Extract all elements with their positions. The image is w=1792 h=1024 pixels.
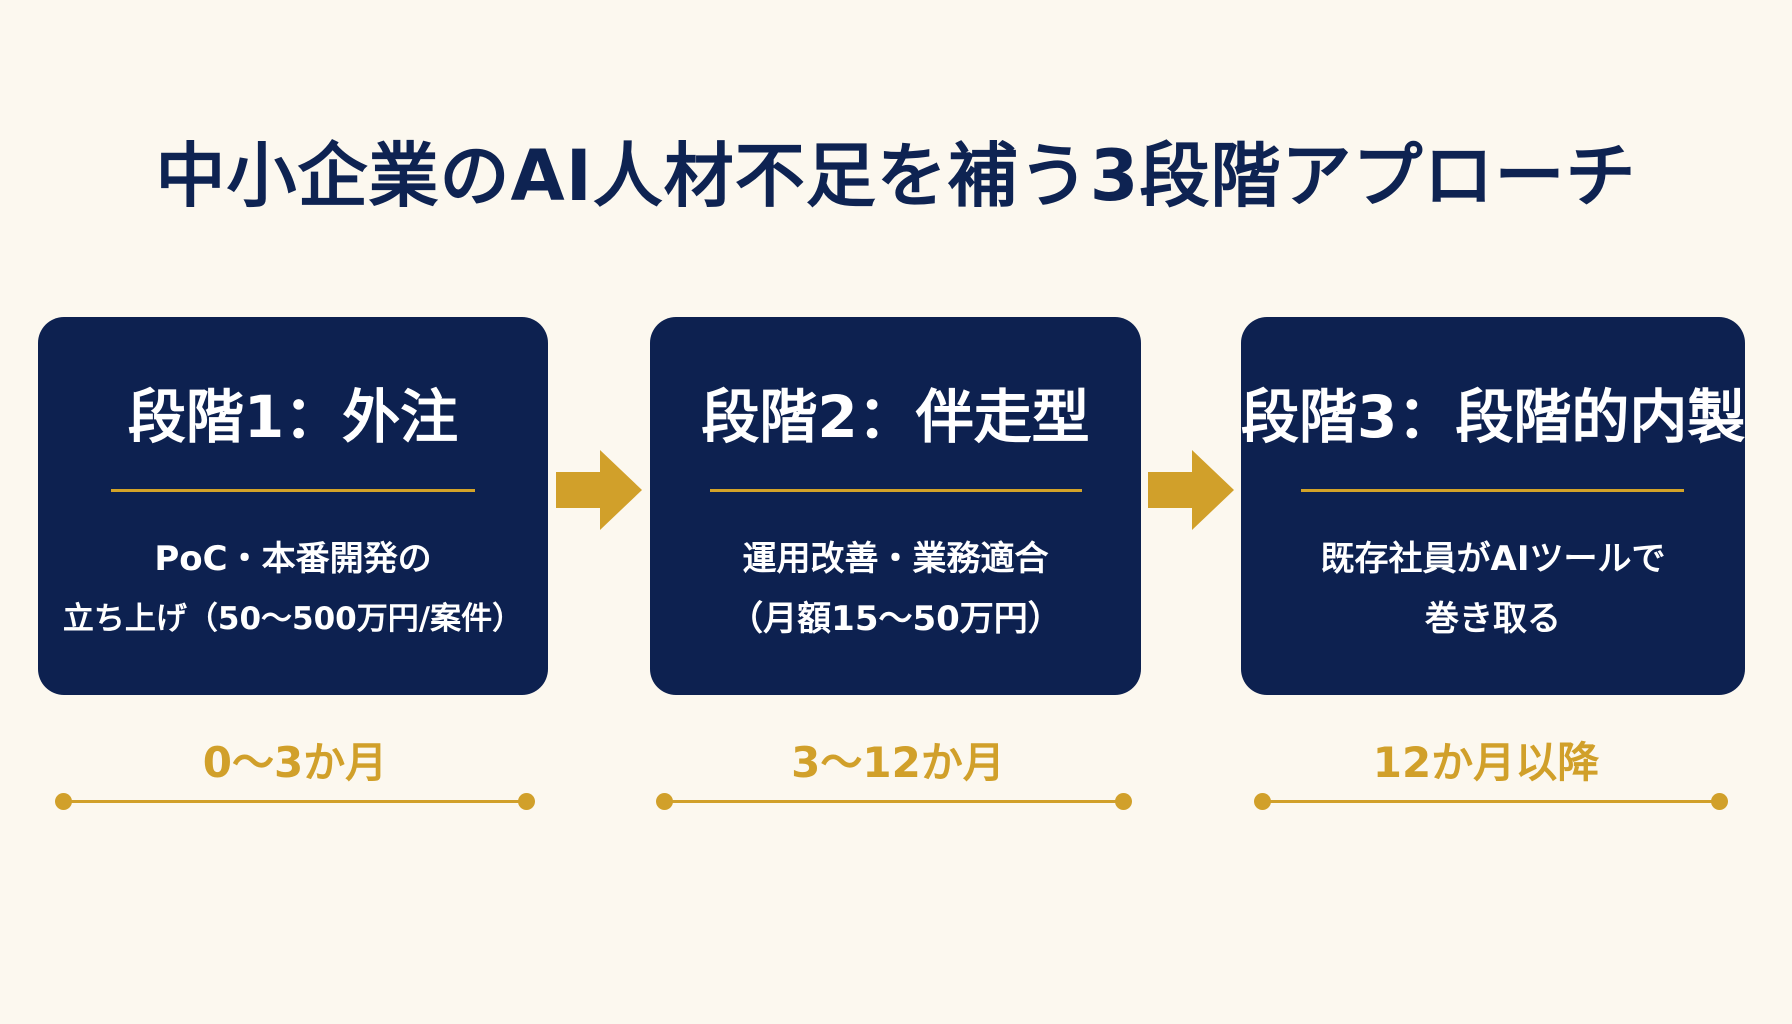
timeline-line (1262, 800, 1720, 803)
timeline-end-dot (1115, 793, 1132, 810)
stage-1-timeline (55, 790, 535, 812)
stage-1-title: 段階1：外注 (127, 383, 459, 451)
stage-1-card: 段階1：外注 PoC・本番開発の 立ち上げ（50〜500万円/案件） (38, 317, 548, 695)
stage-3-desc-line-1: 既存社員がAIツールで (1320, 539, 1666, 579)
stage-3-title: 段階3：段階的内製 (1241, 383, 1746, 451)
stage-1-desc-line-1: PoC・本番開発の (154, 539, 432, 579)
timeline-start-dot (656, 793, 673, 810)
stage-2-card: 段階2：伴走型 運用改善・業務適合 （月額15〜50万円） (650, 317, 1141, 695)
stage-2-desc-line-2: （月額15〜50万円） (729, 599, 1062, 639)
stage-2-timeline (656, 790, 1132, 812)
stage-1-duration: 0〜3か月 (202, 738, 388, 787)
stage-3-description: 既存社員がAIツールで 巻き取る (1241, 529, 1745, 649)
right-arrow-icon (1148, 450, 1234, 530)
timeline-end-dot (518, 793, 535, 810)
timeline-start-dot (1254, 793, 1271, 810)
stage-1-divider (111, 489, 475, 492)
stage-3-divider (1301, 489, 1684, 492)
stage-2-description: 運用改善・業務適合 （月額15〜50万円） (650, 529, 1141, 649)
stage-1-description: PoC・本番開発の 立ち上げ（50〜500万円/案件） (38, 529, 548, 649)
timeline-line (664, 800, 1124, 803)
stage-2-duration: 3〜12か月 (791, 738, 1005, 787)
right-arrow-icon (556, 450, 642, 530)
stage-3-card: 段階3：段階的内製 既存社員がAIツールで 巻き取る (1241, 317, 1745, 695)
stage-2-desc-line-1: 運用改善・業務適合 (742, 539, 1049, 579)
timeline-start-dot (55, 793, 72, 810)
stage-3-duration: 12か月以降 (1372, 738, 1600, 787)
stage-2-divider (710, 489, 1082, 492)
stage-3-timeline (1254, 790, 1728, 812)
stage-2-title: 段階2：伴走型 (701, 383, 1090, 451)
stage-1-desc-line-2: 立ち上げ（50〜500万円/案件） (62, 601, 524, 637)
timeline-line (63, 800, 527, 803)
timeline-end-dot (1711, 793, 1728, 810)
page-title: 中小企業のAI人材不足を補う3段階アプローチ (155, 135, 1637, 217)
stage-3-desc-line-2: 巻き取る (1425, 599, 1561, 639)
